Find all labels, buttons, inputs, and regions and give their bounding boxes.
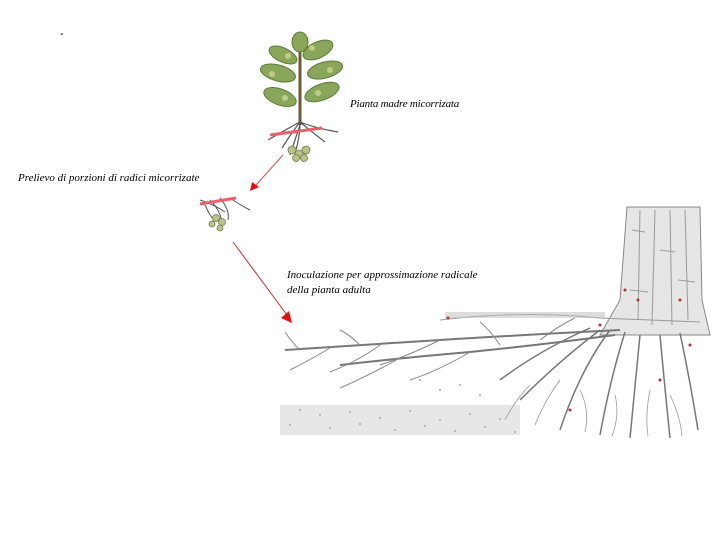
- mother-plant: [259, 31, 344, 162]
- dash-mark: -: [60, 28, 64, 40]
- caption-inoculation-line2: della pianta adulta: [287, 284, 371, 296]
- caption-collection: Prelievo di porzioni di radici micorriza…: [18, 172, 200, 184]
- caption-inoculation-line1: Inoculazione per approssimazione radical…: [287, 269, 478, 281]
- root-cutting: [199, 196, 251, 232]
- arrow-to-cutting: [250, 154, 284, 191]
- caption-mother-plant: Pianta madre micorrizata: [350, 98, 460, 110]
- arrow-to-tree: [232, 241, 292, 323]
- adult-tree: [280, 206, 711, 439]
- caption-inoculation: Inoculazione per approssimazione radical…: [287, 268, 478, 298]
